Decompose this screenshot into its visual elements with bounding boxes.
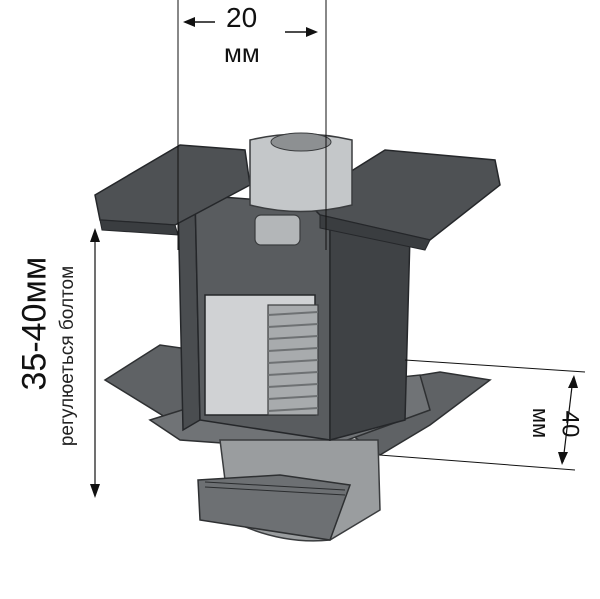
right-dim-line [562, 377, 574, 463]
left-dim-value: 35-40мм [15, 256, 54, 391]
right-dim-unit: мм [528, 407, 554, 439]
top-dim-arrowhead-left [183, 17, 195, 27]
right-dim-ext-top [404, 359, 586, 373]
nut-teeth [204, 481, 346, 496]
top-dim-arrowhead-right [306, 27, 318, 37]
nut-toothed-face [197, 474, 352, 541]
left-dim-arrowhead-top [90, 228, 100, 242]
right-dim-value: 40 [556, 410, 584, 438]
bolt-thread-lines [267, 311, 319, 412]
right-dim-ext-bottom [379, 454, 576, 471]
bolt-hex-socket [270, 132, 332, 152]
top-dim-unit: мм [224, 38, 260, 68]
bolt-washer [254, 214, 301, 246]
left-dim-note: регулюеться болтом [57, 265, 78, 447]
top-arm-right-front [319, 214, 431, 251]
left-dim-arrowhead-bottom [90, 484, 100, 498]
top-dim-value: 20 [226, 2, 258, 33]
right-dim-arrowhead-bottom [558, 452, 568, 465]
right-dim-arrowhead-top [568, 375, 578, 388]
